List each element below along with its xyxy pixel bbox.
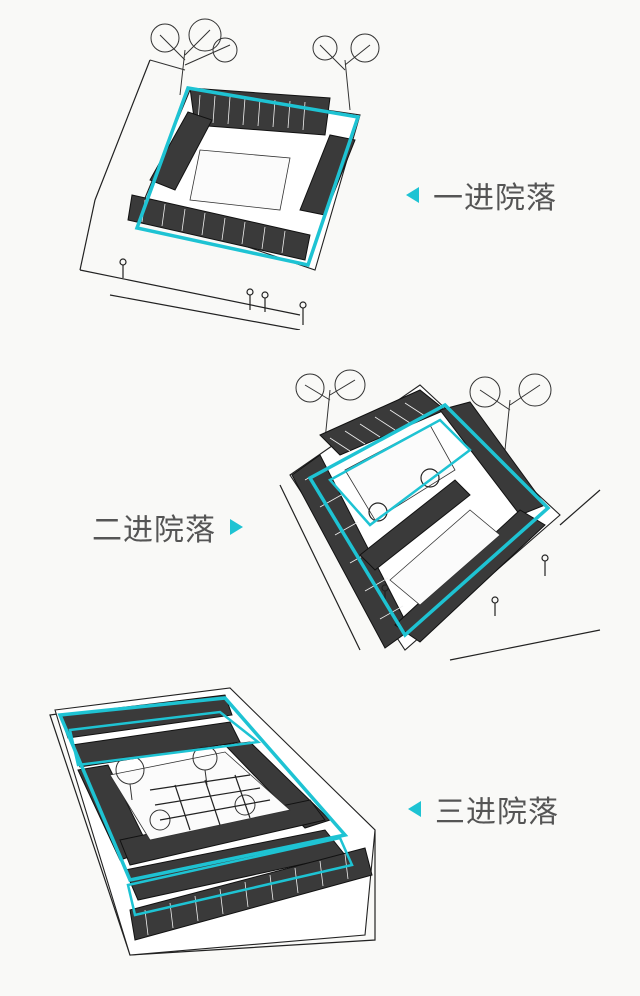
highlight-inner xyxy=(328,418,472,527)
three-courtyard-sketch xyxy=(49,687,376,956)
west-wing-roof xyxy=(149,111,213,191)
courtyard xyxy=(189,149,291,211)
tree-sketch xyxy=(115,745,256,831)
right-triangle-icon xyxy=(230,519,243,535)
label-three: 三进院落 xyxy=(408,787,559,831)
highlight-rear xyxy=(68,710,262,767)
panel-two-courtyard: 二进院落 xyxy=(0,330,640,670)
highlight-outline xyxy=(134,86,361,268)
label-two: 二进院落 xyxy=(92,505,243,549)
south-row-roof xyxy=(127,194,311,261)
east-wing-roof xyxy=(299,134,356,216)
left-triangle-icon xyxy=(406,187,419,203)
left-triangle-icon xyxy=(408,801,421,817)
label-one: 一进院落 xyxy=(406,173,557,217)
highlight-front xyxy=(126,836,354,917)
tree-sketch xyxy=(295,369,552,451)
people-sketch xyxy=(119,258,307,325)
outer-courtyard xyxy=(389,509,501,606)
one-courtyard-sketch xyxy=(79,18,380,330)
two-courtyard-sketch xyxy=(279,369,601,661)
middle-hall-roof xyxy=(359,479,471,571)
main-courtyard xyxy=(109,751,291,841)
tree-sketch xyxy=(149,18,380,111)
panel-one-courtyard: 一进院落 xyxy=(0,0,640,330)
highlight-outer-rear xyxy=(57,696,349,883)
paving-sketch xyxy=(149,774,271,831)
label-three-text: 三进院落 xyxy=(435,795,559,830)
main-hall-roof xyxy=(189,87,331,136)
highlight-outline xyxy=(307,402,551,638)
front-row-roof xyxy=(129,847,373,941)
label-two-text: 二进院落 xyxy=(92,513,216,548)
panel-three-courtyard: 三进院落 xyxy=(0,670,640,996)
label-one-text: 一进院落 xyxy=(433,181,557,216)
